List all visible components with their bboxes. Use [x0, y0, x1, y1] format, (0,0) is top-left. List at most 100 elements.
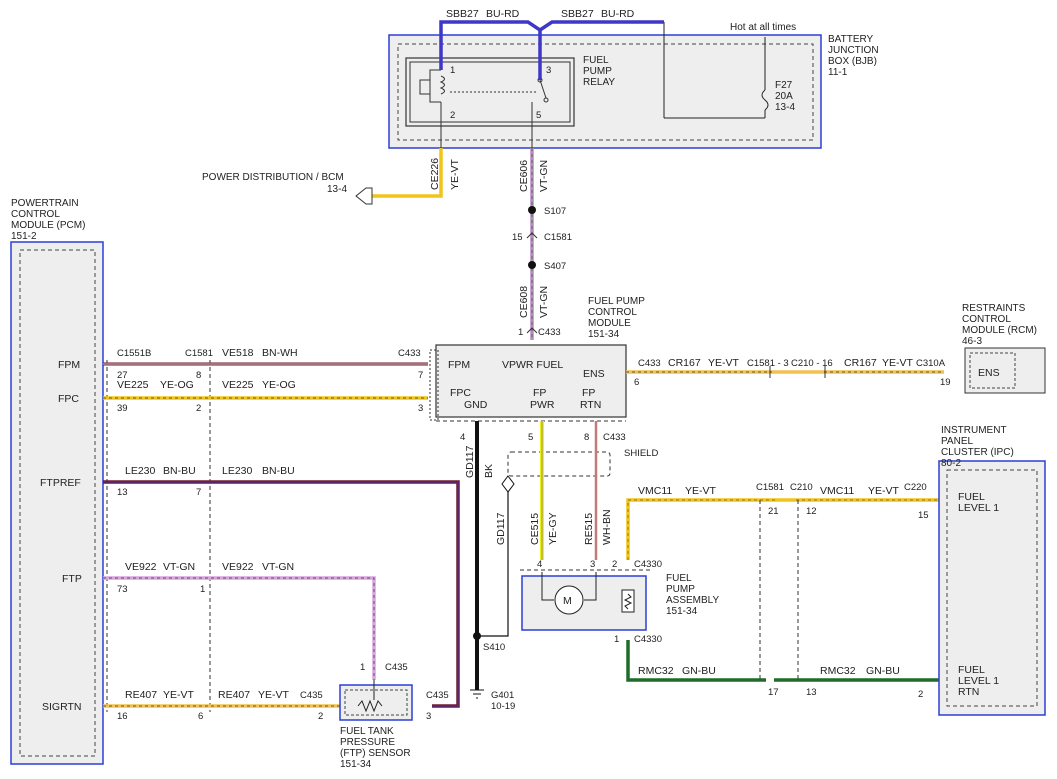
- pin-c1581-fpc: 2: [196, 403, 201, 414]
- pin-pump-1: 4: [537, 559, 542, 570]
- pcm-name-2: CONTROL: [11, 209, 60, 220]
- pin-c1581-mid: 15: [512, 232, 523, 243]
- wire-ce515-color: YE-GY: [547, 512, 559, 545]
- ftp-name-3: (FTP) SENSOR: [340, 748, 411, 759]
- ipc-ref: 80-2: [941, 458, 961, 469]
- pin-ipc-13: 13: [806, 687, 817, 698]
- connector-c210-16: C210 - 16: [791, 358, 833, 369]
- wire-ve225b-color: YE-OG: [262, 379, 296, 391]
- fuel-pump-relay: FUEL PUMP RELAY 1 2 3 5: [405, 55, 615, 127]
- connector-c1581-mid: C1581: [544, 232, 572, 243]
- wire-sbb27: SBB27 BU-RD SBB27 BU-RD: [439, 8, 664, 80]
- connector-c4330-bottom: C4330: [634, 634, 662, 645]
- pump-name-1: FUEL: [666, 573, 692, 584]
- wire-ftpref: LE230 BN-BU LE230 BN-BU 13 7: [103, 465, 460, 708]
- fuse-f27: F27 20A 13-4: [663, 22, 795, 119]
- wire-gd117a-color: BK: [483, 464, 495, 478]
- wire-ve922b-id: VE922: [222, 561, 254, 573]
- battery-junction-box: BATTERY JUNCTION BOX (BJB) 11-1 Hot at a…: [388, 22, 879, 149]
- fpcm-sig-fp-1: FP: [533, 387, 546, 399]
- pcm-signal-fpm: FPM: [58, 359, 80, 371]
- wire-vmc11b-id: VMC11: [820, 485, 854, 497]
- pin-c1581-ftpref: 7: [196, 487, 201, 498]
- pin-c435-in: 2: [318, 711, 323, 722]
- relay-pin-1: 1: [450, 65, 455, 76]
- pin-c435-out: 3: [426, 711, 431, 722]
- wire-ve922b-color: VT-GN: [262, 561, 294, 573]
- bcm-name: POWER DISTRIBUTION / BCM: [202, 172, 344, 183]
- wire-ve225a-id: VE225: [117, 379, 149, 391]
- pcm-module: POWERTRAIN CONTROL MODULE (PCM) 151-2 FP…: [10, 198, 104, 765]
- pcm-name-1: POWERTRAIN: [11, 198, 79, 209]
- pcm-signal-ftp: FTP: [62, 573, 82, 585]
- pump-name-2: PUMP: [666, 584, 695, 595]
- fpcm-sig-fpm: FPM: [448, 359, 470, 371]
- wire-ve225a-color: YE-OG: [160, 379, 194, 391]
- fpcm-sig-vpwr: VPWR FUEL: [502, 359, 563, 371]
- connector-c433-top: C433: [538, 327, 561, 338]
- wire-re407b-color: YE-VT: [258, 689, 290, 701]
- ipc-sig1-b: LEVEL 1: [958, 502, 999, 514]
- wire-le230b-color: BN-BU: [262, 465, 295, 477]
- wire-ftp: VE922 VT-GN VE922 VT-GN 73 1 1 C435: [103, 561, 408, 680]
- bjb-name-2: JUNCTION: [828, 45, 879, 56]
- connector-c210-ipc: C210: [790, 482, 813, 493]
- wire-ce226: CE226 YE-VT POWER DISTRIBUTION / BCM 13-…: [202, 102, 461, 205]
- wire-ce606-ce608: CE606 VT-GN S107 15 C1581 S407 CE608 VT-…: [512, 102, 572, 340]
- wire-sbb27b-id: SBB27: [561, 8, 594, 20]
- ipc-name-2: PANEL: [941, 436, 973, 447]
- rcm-module: RESTRAINTS CONTROL MODULE (RCM) 46-3 ENS: [962, 303, 1046, 394]
- fpcm-sig-fr-2: RTN: [580, 399, 601, 411]
- rcm-name-3: MODULE (RCM): [962, 325, 1037, 336]
- pin-ipc-1581: 21: [768, 506, 779, 517]
- pin-c1581-sigrtn: 6: [198, 711, 203, 722]
- wire-re515-id: RE515: [583, 513, 595, 545]
- connector-c435-right: C435: [426, 690, 449, 701]
- fuse-ref: 13-4: [775, 102, 795, 113]
- wire-ve518-color: BN-WH: [262, 347, 298, 359]
- splice-s410: S410: [483, 642, 505, 653]
- ipc-sig2-a: FUEL: [958, 664, 985, 676]
- wire-ve922a-id: VE922: [125, 561, 157, 573]
- wire-le230a-id: LE230: [125, 465, 156, 477]
- pin-ipc-210: 12: [806, 506, 817, 517]
- wire-cr167a-id: CR167: [668, 357, 701, 369]
- pin-pump-2: 3: [590, 559, 595, 570]
- pin-c435-top: 1: [360, 662, 365, 673]
- fpcm-sig-fpc: FPC: [450, 387, 471, 399]
- pin-c433-vpwr: 1: [518, 327, 523, 338]
- pump-motor-label: M: [563, 595, 572, 607]
- pin-pcm-fpc: 39: [117, 403, 128, 414]
- fuse-rating: 20A: [775, 91, 793, 102]
- wire-le230a-color: BN-BU: [163, 465, 196, 477]
- relay-pin-3: 3: [546, 65, 551, 76]
- wire-fpc: VE225 YE-OG VE225 YE-OG 39 2 3: [103, 379, 428, 414]
- wire-gnd: 4 GD117 BK GD117 S410 G401 10-19: [460, 421, 515, 712]
- relay-pin-5: 5: [536, 110, 541, 121]
- wire-sbb27b-color: BU-RD: [601, 8, 635, 20]
- bjb-ref: 11-1: [828, 67, 848, 78]
- wire-ce226-id: CE226: [429, 158, 441, 190]
- bjb-name-3: BOX (BJB): [828, 56, 877, 67]
- pin-c433-fpm: 7: [418, 370, 423, 381]
- wire-cr167a-color: YE-VT: [708, 357, 740, 369]
- shield-label: SHIELD: [624, 448, 658, 459]
- connector-c1581-3: C1581 - 3: [747, 358, 789, 369]
- bcm-ref: 13-4: [327, 184, 347, 195]
- ipc-sig2-b: LEVEL 1: [958, 675, 999, 687]
- pin-pump-3: 2: [612, 559, 617, 570]
- wire-ve518-id: VE518: [222, 347, 254, 359]
- wire-le230b-id: LE230: [222, 465, 253, 477]
- pin-c1581-fpm: 8: [196, 370, 201, 381]
- pin-ipc-2: 2: [918, 689, 923, 700]
- splice-s107: S107: [544, 206, 566, 217]
- fpcm-sig-ens: ENS: [583, 368, 605, 380]
- fuel-pump-assembly: 4 3 2 C4330 M FUEL PUMP ASSEMBLY 151-34 …: [520, 559, 719, 645]
- pin-c433-gnd: 4: [460, 432, 465, 443]
- ground-g401: G401: [491, 690, 514, 701]
- pump-ref: 151-34: [666, 606, 698, 617]
- wire-fpm: 27 8 VE518 BN-WH C433 7: [103, 347, 428, 381]
- relay-name-1: FUEL: [583, 55, 609, 66]
- wire-fp-pwr: 5 CE515 YE-GY: [528, 421, 559, 560]
